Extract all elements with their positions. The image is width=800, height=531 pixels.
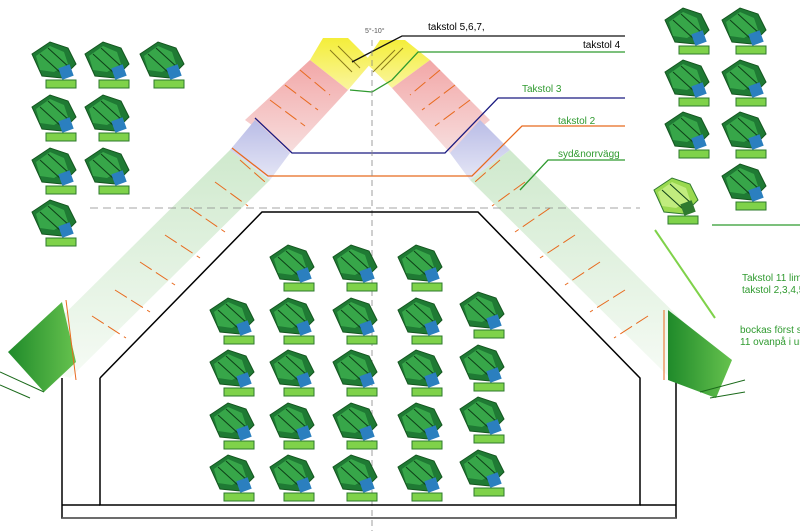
plant-cluster-icon: [721, 59, 767, 107]
left-rafter-red-zone: [245, 60, 348, 153]
takstol-lines: [231, 35, 800, 319]
plant-cluster-icon: [84, 41, 130, 89]
rafter-hatching: [91, 69, 649, 339]
plant-cluster-icon: [332, 454, 378, 502]
right-rafter-green-zone: [470, 150, 722, 378]
right-eave-block: [663, 310, 746, 399]
plant-cluster-icon: [31, 147, 77, 195]
plant-cluster-icon: [397, 454, 443, 502]
plant-clusters: [31, 7, 767, 502]
takstol-567-line: [351, 35, 625, 63]
plant-cluster-icon: [269, 349, 315, 397]
takstol-4-line: [349, 51, 625, 93]
right-rafter-blue-zone: [450, 120, 510, 180]
apex-hatching: [329, 45, 404, 73]
left-rafter-blue-zone: [230, 120, 290, 180]
plant-cluster-icon: [332, 297, 378, 345]
plant-cluster-icon: [397, 297, 443, 345]
plant-cluster-icon: [397, 402, 443, 450]
syd-norr-label: syd&norrvägg: [558, 149, 620, 160]
plant-cluster-icon: [209, 297, 255, 345]
plant-cluster-icon: [332, 402, 378, 450]
left-rafter-green-zone: [18, 150, 270, 378]
takstol-567-label: takstol 5,6,7,: [428, 22, 485, 33]
plant-cluster-icon: [269, 297, 315, 345]
plant-cluster-icon: [332, 349, 378, 397]
plant-cluster-icon: [397, 349, 443, 397]
left-eave-block: [0, 299, 77, 399]
plant-cluster-icon: [209, 454, 255, 502]
plant-cluster-icon: [209, 402, 255, 450]
plant-cluster-icon: [31, 94, 77, 142]
plant-cluster-icon: [459, 344, 505, 392]
plant-cluster-icon: [721, 7, 767, 55]
plant-cluster-icon: [84, 147, 130, 195]
plant-cluster-icon: [721, 163, 767, 211]
house-outline: [61, 211, 677, 519]
takstol-2-line: [231, 125, 625, 177]
syd-norr-line: [519, 159, 625, 191]
takstol-11-leader: [654, 229, 716, 319]
plant-cluster-icon: [139, 41, 185, 89]
plant-cluster-icon: [459, 291, 505, 339]
plant-cluster-icon: [269, 244, 315, 292]
plant-cluster-icon: [459, 396, 505, 444]
right-rafter-yellow-tip: [365, 40, 430, 88]
plant-cluster-icon: [31, 41, 77, 89]
plant-cluster-icon: [459, 449, 505, 497]
plant-cluster-icon: [269, 402, 315, 450]
bockas-label-line1: bockas först s: [740, 325, 800, 336]
plant-cluster-icon: [397, 244, 443, 292]
plant-cluster-icon: [84, 94, 130, 142]
right-rafter-red-zone: [392, 60, 490, 153]
bockas-label-line2: 11 ovanpå i un: [740, 337, 800, 348]
left-rafter-band: [18, 38, 372, 378]
left-rafter-yellow-tip: [310, 38, 372, 90]
takstol-3-line: [254, 97, 625, 154]
takstol-4-label: takstol 4: [583, 40, 621, 51]
plant-cluster-icon: [209, 349, 255, 397]
plant-cluster-icon: [31, 199, 77, 247]
takstol-11-label-line1: Takstol 11 lim: [742, 273, 800, 284]
plant-cluster-icon: [664, 7, 710, 55]
selected-plant-cluster-icon: [653, 177, 699, 225]
plant-cluster-icon: [269, 454, 315, 502]
takstol-11-label-line2: takstol 2,3,4,5: [742, 285, 800, 296]
takstol-2-label: takstol 2: [558, 116, 596, 127]
takstol-3-label: Takstol 3: [522, 84, 562, 95]
plant-cluster-icon: [664, 59, 710, 107]
plant-cluster-icon: [721, 111, 767, 159]
plant-cluster-icon: [664, 111, 710, 159]
plant-cluster-icon: [332, 244, 378, 292]
right-rafter-band: [365, 40, 722, 378]
roof-angle-label: 5°-10°: [365, 28, 385, 35]
